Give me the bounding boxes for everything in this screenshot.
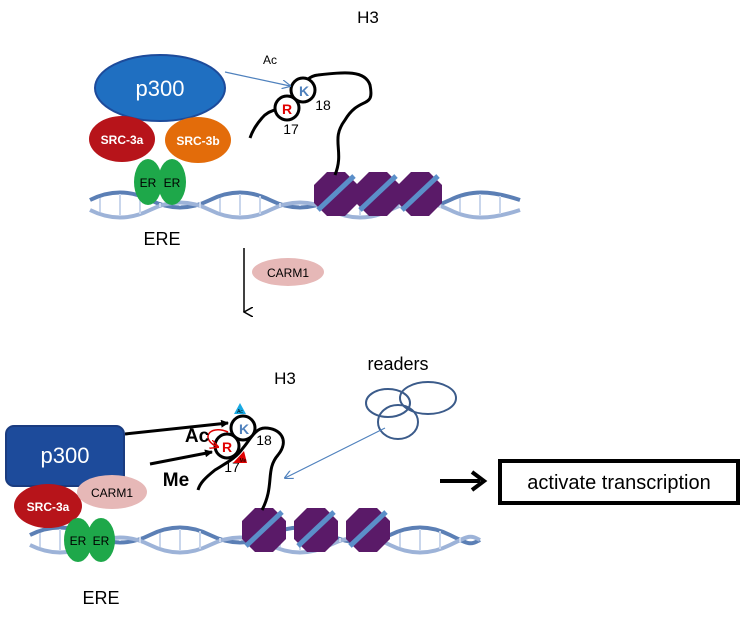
bottom-nucleosomes	[242, 508, 390, 552]
top-p300-label: p300	[136, 76, 185, 101]
me-tag-label: Me	[240, 458, 247, 464]
top-er1-ellipse	[134, 159, 162, 205]
transition-carm1-ellipse	[252, 258, 324, 286]
acetylation-arrow	[124, 419, 229, 436]
bottom-me-label: Me	[163, 470, 189, 491]
ac-tag-triangle	[234, 403, 246, 414]
bottom-ac-label: Ac	[185, 426, 210, 447]
bottom-carm1-ellipse	[77, 475, 147, 509]
top-nucleosomes	[314, 172, 442, 216]
nucleosome	[294, 508, 338, 552]
readers-label: readers	[367, 354, 428, 374]
nucleosome	[314, 172, 358, 216]
readers-arrow	[285, 427, 386, 478]
top-ac-label: Ac	[263, 53, 277, 67]
bottom-er2-ellipse	[87, 518, 115, 562]
nucleosome	[398, 172, 442, 216]
top-src3a-label: SRC-3a	[101, 133, 144, 147]
bottom-ere-label: ERE	[82, 588, 119, 608]
bottom-er1-label: ER	[70, 534, 87, 548]
bottom-src3a-ellipse	[14, 484, 82, 528]
top-arginine-label: R	[282, 101, 292, 117]
top-acetylation-arrow	[224, 71, 290, 86]
readers-icon	[365, 381, 457, 440]
bottom-lysine-number: 18	[256, 432, 272, 448]
nucleosome	[242, 508, 286, 552]
top-src3b-ellipse	[165, 117, 231, 163]
result-arrow-head	[470, 470, 488, 492]
top-er2-ellipse	[158, 159, 186, 205]
result-label: activate transcription	[527, 472, 710, 494]
bottom-p300-box	[5, 425, 125, 487]
bottom-lysine-circle	[229, 414, 257, 442]
top-src3a-ellipse	[89, 116, 155, 162]
top-lysine-number: 18	[315, 97, 331, 113]
methylation-curved-arrow	[207, 429, 229, 447]
bottom-er1-ellipse	[64, 518, 92, 562]
top-lysine-label: K	[299, 83, 309, 99]
result-box	[498, 459, 740, 505]
top-arginine-number: 17	[283, 121, 299, 137]
nucleosome	[346, 508, 390, 552]
top-src3b-label: SRC-3b	[176, 134, 219, 148]
top-ere-label: ERE	[143, 229, 180, 249]
bottom-src3a-label: SRC-3a	[27, 500, 70, 514]
ac-tag-label: Ac	[237, 409, 243, 415]
me-tag-triangle	[233, 451, 247, 463]
top-er2-label: ER	[164, 176, 181, 190]
bottom-histone-label: H3	[274, 369, 296, 388]
nucleosome	[356, 172, 400, 216]
top-p300-ellipse	[94, 54, 226, 122]
transition-carm1-label: CARM1	[267, 266, 309, 280]
top-histone-tail	[248, 71, 373, 176]
methylation-arrow	[149, 449, 213, 466]
top-er1-label: ER	[140, 176, 157, 190]
bottom-arginine-label: R	[222, 439, 232, 455]
top-histone-label: H3	[357, 8, 379, 27]
bottom-carm1-label: CARM1	[91, 486, 133, 500]
bottom-lysine-label: K	[239, 421, 249, 437]
top-arginine-circle	[273, 94, 301, 122]
bottom-er2-label: ER	[93, 534, 110, 548]
top-lysine-circle	[289, 76, 317, 104]
bottom-p300-label: p300	[41, 443, 90, 468]
